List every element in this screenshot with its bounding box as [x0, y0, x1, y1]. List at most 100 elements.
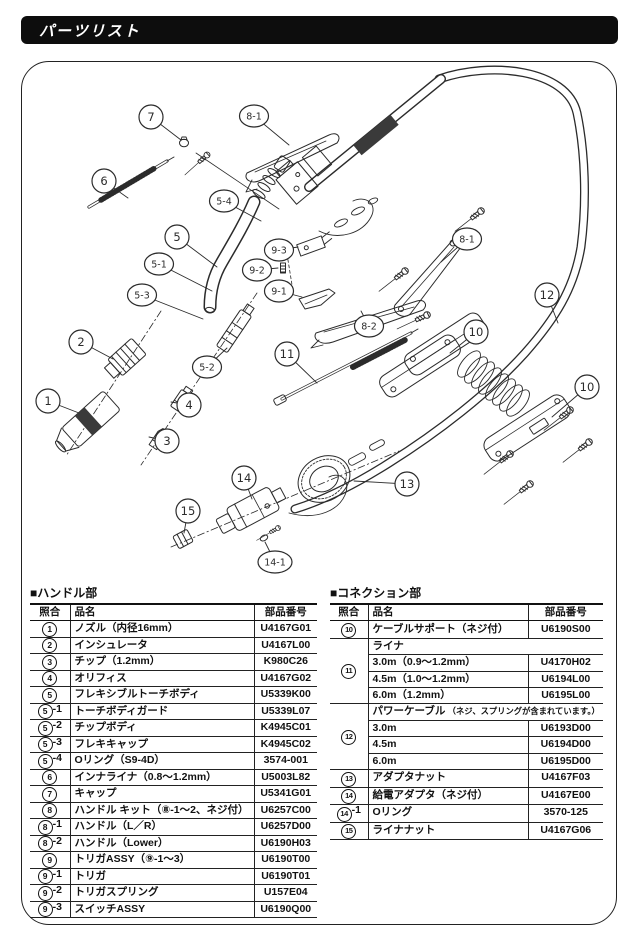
ref-cell: 9: [30, 851, 71, 869]
ref-cell: 8-2: [30, 835, 71, 853]
callout-5-3: 5-3: [126, 283, 204, 320]
svg-text:4: 4: [185, 398, 192, 412]
name-cell: ライナナット: [368, 822, 529, 841]
part-trigger-group: [280, 231, 336, 310]
svg-text:9-2: 9-2: [249, 265, 265, 276]
svg-text:5-1: 5-1: [151, 259, 167, 270]
circled-ref-number: 14: [341, 789, 357, 804]
part-no-cell: K980C26: [254, 653, 317, 671]
callout-11: 11: [274, 341, 318, 384]
circled-ref-number: 2: [42, 638, 58, 653]
callout-13: 13: [353, 471, 420, 497]
axis-line: [195, 152, 280, 210]
name-cell: スイッチASSY: [70, 901, 255, 919]
part-liner-nut: [172, 529, 194, 549]
table-header-row: 照合 品名 部品番号: [30, 603, 317, 622]
part-no-cell: U4167L00: [254, 637, 317, 655]
svg-text:15: 15: [181, 504, 196, 518]
name-cell: 3.0m: [368, 720, 529, 738]
part-no-cell: U5341G01: [254, 785, 317, 803]
svg-text:1: 1: [44, 394, 51, 408]
part-no-cell: K4945C01: [254, 719, 317, 737]
name-cell: 3.0m（0.9～1.2mm）: [368, 654, 529, 672]
callout-4: 4: [170, 392, 202, 418]
part-chip-body: [216, 303, 255, 353]
svg-text:10: 10: [580, 380, 595, 394]
screw-icon: [560, 436, 595, 466]
part-power-adapter: [215, 487, 287, 534]
svg-text:5-4: 5-4: [216, 196, 232, 207]
part-no-cell: U4167G06: [528, 822, 603, 841]
ref-cell: 9-3: [30, 901, 71, 919]
name-cell: ハンドル（Lower）: [70, 835, 255, 853]
svg-text:2: 2: [77, 335, 84, 349]
ref-cell: 10: [330, 620, 369, 639]
name-cell: フレキキャップ: [70, 736, 255, 754]
name-cell: ケーブルサポート（ネジ付）: [368, 620, 529, 639]
ref-cell: 8-1: [30, 818, 71, 836]
ref-cell: 14: [330, 787, 369, 806]
part-adapter-nut: [297, 455, 351, 503]
part-no-cell: U4167G02: [254, 670, 317, 688]
callout-14-1: 14-1: [257, 541, 293, 574]
circled-ref-number: 10: [341, 622, 357, 638]
circled-ref-number: 9: [37, 902, 53, 917]
part-main-tube: [304, 74, 446, 192]
part-adapter-wires: [288, 439, 385, 517]
circled-ref-number: 9: [37, 885, 53, 901]
svg-text:5: 5: [173, 230, 180, 244]
part-switch-wires: [318, 197, 379, 236]
svg-text:7: 7: [147, 110, 154, 124]
part-coil-spring: [457, 350, 530, 417]
circled-ref-number: 12: [341, 729, 357, 745]
part-insulator: [103, 338, 146, 379]
callout-10: 10: [449, 319, 489, 354]
ref-cell: 2: [30, 637, 71, 655]
ref-cell: 8: [30, 802, 71, 820]
name-cell: トリガASSY（⑨-1～3）: [70, 851, 255, 869]
part-no-cell: 3574-001: [254, 752, 317, 770]
part-trigger-spring: [280, 262, 286, 274]
part-o-ring: [259, 534, 269, 542]
part-no-cell: U6195L00: [528, 687, 603, 705]
part-no-cell: U6195D00: [528, 753, 603, 771]
circled-ref-number: 5: [37, 737, 53, 752]
part-cap: [179, 136, 189, 148]
part-nozzle: [54, 391, 120, 453]
name-cell: ノズル（内径16mm）: [70, 620, 255, 638]
part-cable-support-right: [483, 394, 571, 462]
circled-ref-number: 3: [42, 654, 58, 670]
part-no-cell: K4945C02: [254, 736, 317, 754]
circled-ref-number: 9: [42, 852, 58, 868]
callout-8-2: 8-2: [353, 310, 385, 338]
part-no-cell: U6257C00: [254, 802, 317, 820]
svg-text:14: 14: [237, 471, 252, 485]
name-cell: Oリング: [368, 804, 529, 823]
callout-3: 3: [148, 428, 180, 454]
part-no-cell: U5339L07: [254, 703, 317, 721]
diagram-and-tables-frame: [21, 61, 617, 925]
screw-icon: [254, 524, 282, 543]
axis-lines: [65, 253, 400, 548]
ref-cell: 13: [330, 769, 369, 788]
circled-ref-number: 13: [341, 771, 357, 787]
circled-ref-number: 15: [341, 824, 357, 839]
circled-ref-number: 4: [42, 671, 58, 686]
name-cell: 6.0m: [368, 753, 529, 771]
name-cell: トリガスプリング: [70, 884, 255, 902]
ref-cell: 9-1: [30, 868, 71, 886]
callout-12: 12: [534, 282, 560, 324]
callout-5-4: 5-4: [208, 189, 262, 222]
